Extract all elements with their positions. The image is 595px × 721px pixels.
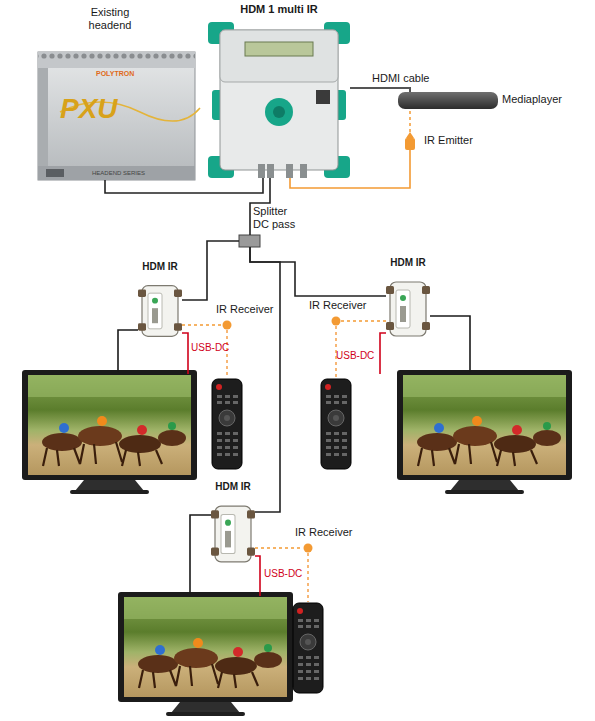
usb-dc-cable <box>182 333 188 374</box>
cable-connector <box>182 241 239 300</box>
ir-receiver: IR Receiver <box>222 320 232 330</box>
remote-control <box>321 379 351 469</box>
illustration-part <box>38 52 195 68</box>
hdm-ir-device <box>386 282 430 336</box>
cable-label: USB-DC <box>336 350 374 362</box>
node-label: HDM 1 multi IR <box>208 3 350 16</box>
mediaplayer-device: Mediaplayer <box>398 92 498 109</box>
illustration-part <box>38 52 195 68</box>
illustration-part <box>405 138 415 150</box>
cable-connector <box>250 247 386 296</box>
ir-receiver: IR Receiver <box>303 543 313 553</box>
ir-beam <box>226 330 228 378</box>
tv-set <box>22 370 197 494</box>
hdm-ir-modulator: HDM IR <box>211 500 255 568</box>
ir-receiver-symbol <box>332 317 341 326</box>
coax-cable <box>190 515 211 594</box>
hdm-ir-modulator: HDM IR <box>138 280 182 342</box>
remote-control <box>293 603 323 693</box>
cable-connector <box>290 150 410 188</box>
splitter: Splitter DC pass <box>239 235 260 247</box>
node-label: IR Receiver <box>216 303 273 316</box>
brand-name: POLYTRON <box>96 70 134 78</box>
illustration-part <box>258 164 265 178</box>
product-series: HEADEND SERIES <box>92 170 145 177</box>
ir-emitter-symbol <box>405 132 415 150</box>
cable-label: USB-DC <box>191 342 229 354</box>
illustration-part <box>60 102 200 121</box>
node-label: Existing headend <box>78 6 142 32</box>
cable-connector <box>409 109 411 132</box>
tv-set <box>118 592 293 716</box>
illustration-part <box>406 132 414 138</box>
node-label: IR Receiver <box>309 299 366 312</box>
headend-device <box>38 52 200 180</box>
illustration-part <box>267 164 274 178</box>
node-label: HDM IR <box>130 261 190 273</box>
usb-dc-cable <box>380 333 386 374</box>
tv-set <box>397 370 572 494</box>
illustration-part <box>316 90 330 104</box>
cable-connector <box>250 247 280 512</box>
coax-cable <box>430 316 470 372</box>
ir-beam <box>307 553 309 602</box>
cable-connector <box>350 88 410 92</box>
illustration-part <box>300 164 307 178</box>
cable-connector <box>255 547 303 549</box>
node-label: IR Emitter <box>424 134 473 147</box>
illustration-part <box>38 166 195 180</box>
illustration-part <box>265 98 293 126</box>
hdm-ir-device <box>138 286 182 337</box>
ir-receiver-symbol <box>223 321 232 330</box>
node-label: Splitter DC pass <box>253 205 301 231</box>
illustration-part <box>273 106 285 118</box>
cable-connector <box>341 320 386 322</box>
hdm-ir-modulator: HDM IR <box>386 276 430 342</box>
usb-dc-cable <box>255 556 260 596</box>
node-label: IR Receiver <box>295 526 352 539</box>
node-label: Mediaplayer <box>502 93 562 106</box>
illustration-part <box>220 30 338 82</box>
coax-cable <box>118 330 138 372</box>
illustration-part <box>286 164 293 178</box>
ir-receiver: IR Receiver <box>331 316 341 326</box>
cable-connector <box>105 178 263 193</box>
remote-control <box>212 379 242 469</box>
ir-beam <box>335 326 337 378</box>
modulator-device: HDM 1 multi IR <box>208 22 350 178</box>
illustration-part <box>38 52 195 180</box>
node-label: HDM IR <box>203 481 263 493</box>
cable-label: USB-DC <box>264 568 302 580</box>
headend-device: Existing headend <box>38 52 195 180</box>
hdm-ir-device <box>211 506 255 562</box>
mediaplayer-device <box>398 92 498 109</box>
modulator-device <box>208 22 350 178</box>
product-name: PXU <box>60 92 118 126</box>
ir-receiver-symbol <box>304 544 313 553</box>
illustration-part <box>220 30 338 170</box>
illustration-part <box>245 42 313 56</box>
illustration-part <box>46 169 64 177</box>
cable-connector <box>182 324 222 326</box>
splitter-device <box>239 235 260 247</box>
ir-emitter: IR Emitter <box>404 132 416 150</box>
cable-connector <box>250 178 270 235</box>
illustration-part <box>38 68 48 180</box>
edge-label: HDMI cable <box>372 72 429 85</box>
node-label: HDM IR <box>378 257 438 269</box>
